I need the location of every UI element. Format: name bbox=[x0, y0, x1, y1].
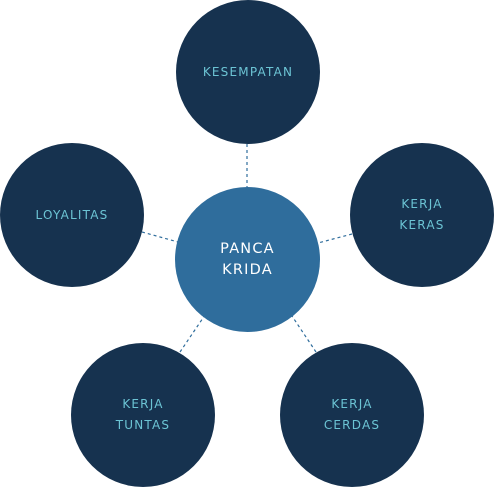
connector-kerja-tuntas bbox=[179, 314, 206, 353]
node-kerja-tuntas-label-line-2: TUNTAS bbox=[115, 418, 171, 432]
node-kerja-cerdas-label-line-2: CERDAS bbox=[323, 418, 381, 432]
node-loyalitas-label: LOYALITAS bbox=[35, 207, 109, 222]
node-loyalitas: LOYALITAS bbox=[0, 143, 144, 287]
node-kerja-tuntas: KERJA TUNTAS bbox=[71, 343, 215, 487]
node-kerja-keras-label-line-2: KERAS bbox=[399, 218, 445, 232]
node-kerja-cerdas: KERJA CERDAS bbox=[280, 343, 424, 487]
connector-loyalitas bbox=[141, 231, 179, 243]
center-label-line-2: KRIDA bbox=[222, 261, 273, 278]
node-kerja-keras-label-line-1: KERJA bbox=[401, 197, 443, 211]
connector-kerja-keras bbox=[317, 233, 353, 244]
connector-kerja-cerdas bbox=[291, 315, 317, 353]
node-kerja-cerdas-label-line-1: KERJA bbox=[331, 397, 373, 411]
center-label-line-1: PANCA bbox=[220, 240, 275, 257]
node-kerja-tuntas-label-line-1: KERJA bbox=[122, 397, 164, 411]
node-kesempatan: KESEMPATAN bbox=[176, 0, 320, 144]
node-kerja-keras: KERJA KERAS bbox=[350, 143, 494, 287]
center-node-panca-krida: PANCA KRIDA bbox=[175, 187, 320, 332]
node-kesempatan-label: KESEMPATAN bbox=[202, 64, 294, 79]
